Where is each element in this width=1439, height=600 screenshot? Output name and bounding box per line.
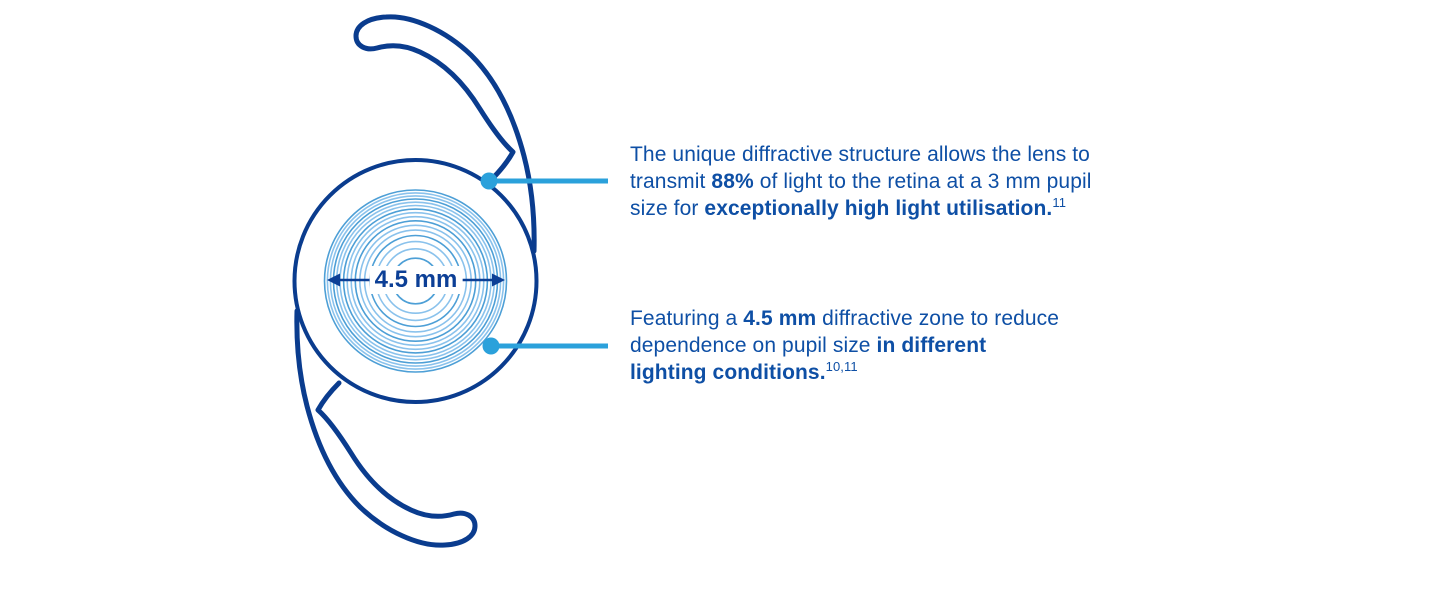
haptic-top — [353, 14, 537, 254]
diffractive-ring — [326, 192, 505, 370]
annotation-diffractive-zone: Featuring a 4.5 mm diffractive zone to r… — [630, 307, 1060, 384]
leader-light-transmission — [480, 172, 608, 190]
annotation-light-transmission: The unique diffractive structure allows … — [630, 143, 1092, 220]
lens-optic-outline — [292, 158, 539, 404]
leader-diffractive-zone — [482, 337, 608, 355]
haptic-bottom — [294, 308, 478, 548]
leader-dot-2 — [482, 337, 500, 355]
dimension-arrow-right — [492, 273, 505, 287]
dimension-label: 4.5 mm — [369, 266, 463, 294]
dimension-arrow-left — [327, 273, 340, 287]
leader-dot-1 — [480, 172, 498, 190]
diffractive-ring — [323, 189, 508, 373]
